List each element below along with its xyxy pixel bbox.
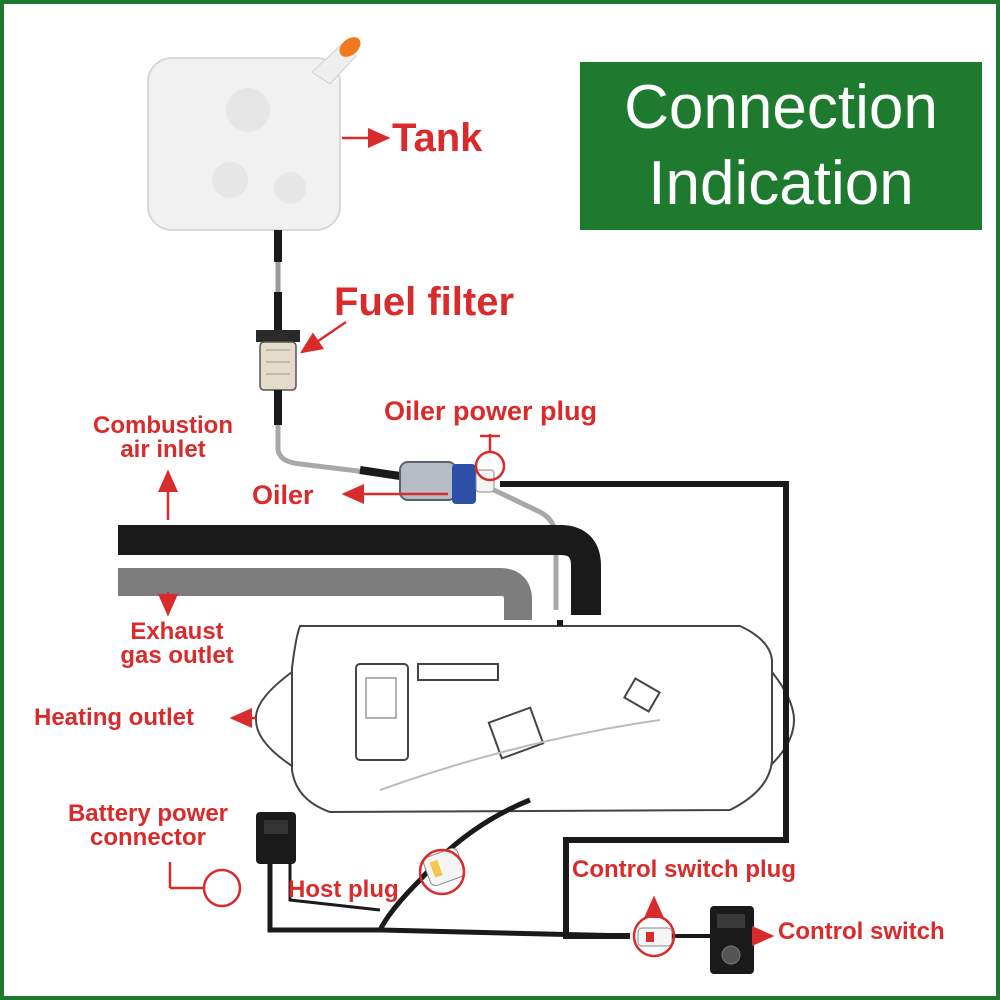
label-combustion-line-2: air inlet (120, 436, 206, 463)
label-exhaust-line-2: gas outlet (120, 642, 234, 669)
fuel-filter-arrow (299, 320, 347, 354)
label-host-plug: Host plug (288, 876, 399, 903)
label-tank: Tank (392, 116, 483, 160)
label-battery-line-2: connector (89, 824, 206, 851)
battery-connector-arrow (168, 862, 242, 908)
host-plug-image (423, 847, 465, 887)
label-battery-line-1: Battery power (67, 800, 229, 827)
oiler-feed-line (274, 390, 401, 480)
label-combustion-air-inlet: Combustion air inlet (76, 414, 250, 462)
title-banner: Connection Indication (580, 62, 982, 230)
title-line-2: Indication (648, 149, 914, 218)
label-oiler-power-plug: Oiler power plug (384, 396, 598, 426)
oiler-image (399, 461, 559, 610)
label-battery-power-connector: Battery power connector (50, 802, 246, 850)
label-control-switch: Control switch (778, 918, 945, 945)
label-combustion-line-1: Combustion (93, 412, 233, 439)
exhaust-hose (118, 568, 532, 620)
battery-connector-image (256, 812, 296, 864)
oiler-power-plug-arrow (474, 434, 506, 482)
label-oiler: Oiler (252, 480, 314, 510)
label-exhaust-gas-outlet: Exhaust gas outlet (104, 620, 250, 668)
control-switch-image (672, 906, 754, 974)
host-plug-arrow (418, 848, 466, 896)
label-control-switch-plug: Control switch plug (572, 856, 796, 883)
heater-body-image (254, 620, 796, 814)
label-fuel-filter: Fuel filter (334, 280, 515, 324)
label-heating-outlet: Heating outlet (34, 704, 194, 731)
control-switch-plug-image (637, 927, 673, 947)
title-line-1: Connection (624, 73, 938, 142)
combustion-air-hose (118, 525, 601, 615)
tank-image (147, 37, 361, 231)
label-exhaust-line-1: Exhaust (130, 618, 224, 645)
fuel-filter-image (256, 330, 300, 391)
control-switch-plug-arrow (632, 895, 676, 958)
